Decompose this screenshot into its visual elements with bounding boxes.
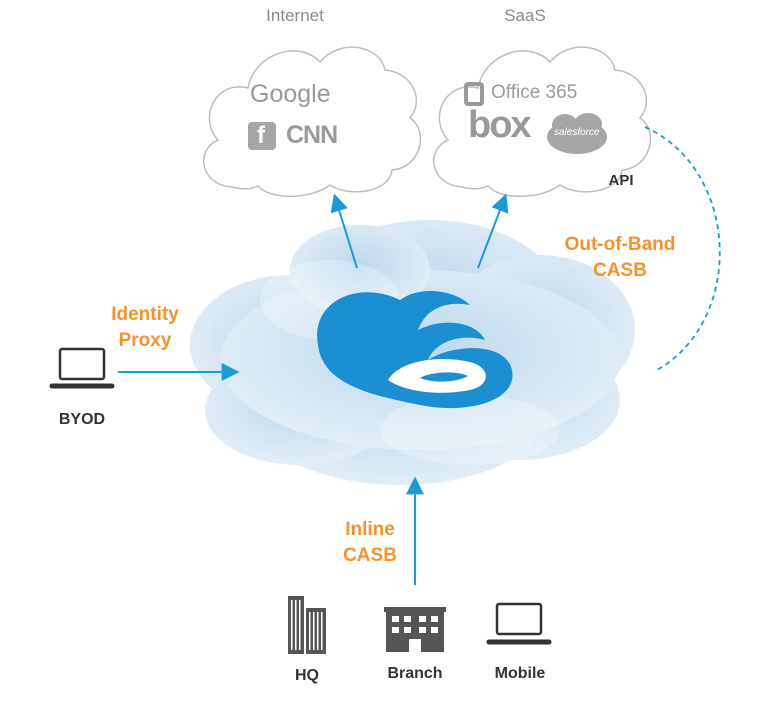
mobile-laptop-icon (486, 602, 552, 645)
byod-label: BYOD (58, 411, 106, 428)
inline-casb-line1: Inline (345, 519, 395, 540)
identity-proxy-label: Identity Proxy (95, 302, 195, 354)
identity-proxy-line2: Proxy (118, 330, 172, 351)
hq-building-icon (288, 596, 326, 654)
out-of-band-connector (644, 126, 721, 371)
branch-label: Branch (387, 665, 443, 682)
internet-cloud (203, 46, 422, 198)
saas-title: SaaS (504, 6, 546, 25)
internet-title: Internet (266, 6, 324, 25)
arrow-to-saas (477, 193, 509, 269)
facebook-icon-bg (248, 122, 276, 150)
mobile-label: Mobile (494, 665, 546, 682)
identity-proxy-line1: Identity (111, 304, 179, 325)
inline-casb-label: Inline CASB (330, 517, 410, 569)
out-of-band-casb-label: Out-of-Band CASB (560, 232, 680, 284)
inline-casb-line2: CASB (343, 545, 397, 566)
salesforce-label: salesforce (554, 127, 600, 138)
saas-cloud (433, 46, 652, 198)
salesforce-icon (547, 113, 607, 154)
api-label: API (608, 172, 634, 189)
zscaler-logo-icon (317, 290, 513, 409)
cnn-logo: CNN (286, 121, 338, 149)
office-icon (464, 82, 484, 106)
office365-logo: Office 365 (491, 82, 578, 103)
arrow-to-internet (330, 193, 358, 269)
hq-label: HQ (295, 667, 319, 684)
laptop-icon (49, 347, 115, 389)
google-logo: Google (250, 80, 331, 108)
branch-building-icon (384, 607, 446, 652)
out-of-band-line2: CASB (593, 260, 647, 281)
out-of-band-line1: Out-of-Band (564, 234, 676, 255)
box-logo: box (468, 104, 532, 146)
facebook-icon: f (257, 122, 265, 149)
